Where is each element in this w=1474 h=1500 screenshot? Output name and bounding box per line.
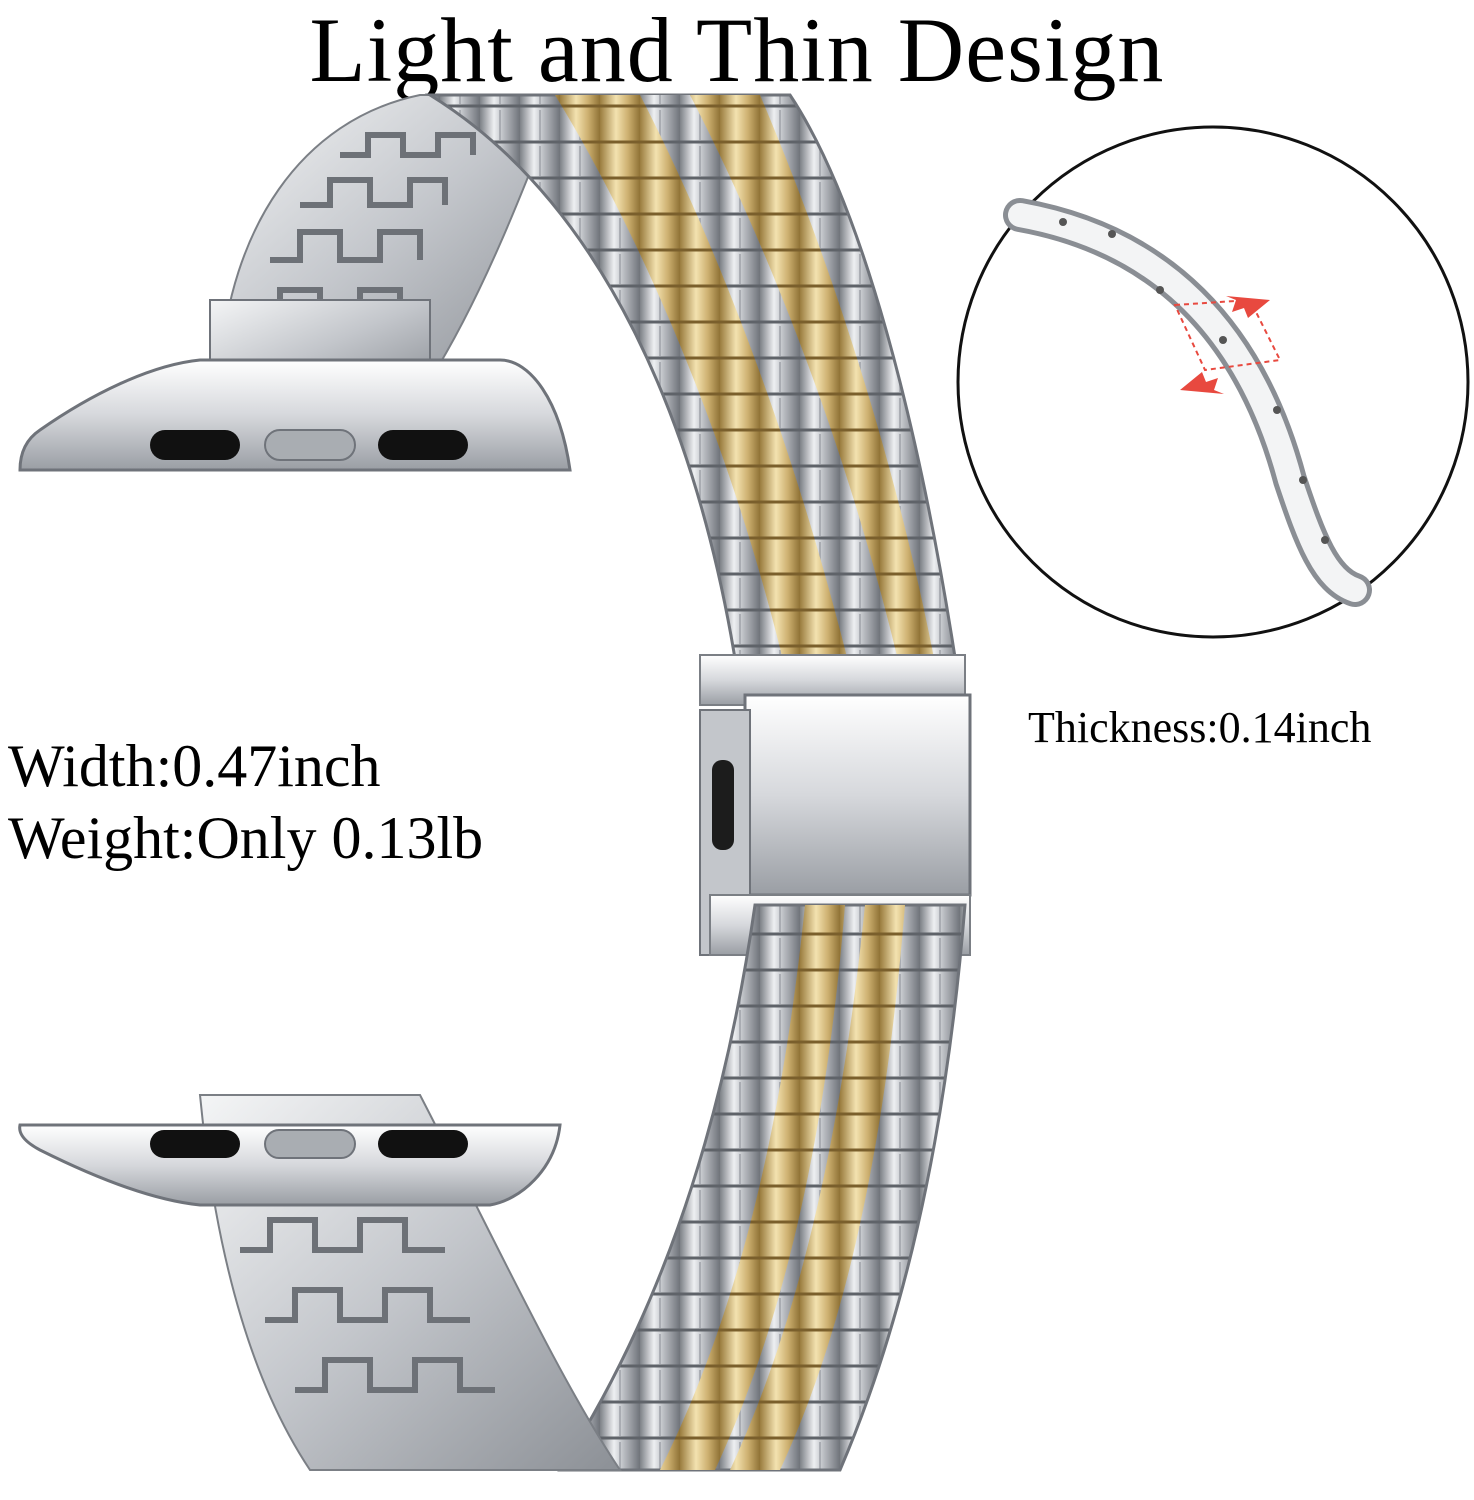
- upper-watch-connector: [18, 299, 572, 472]
- weight-spec: Weight:Only 0.13lb: [8, 805, 484, 871]
- lower-watch-connector: [18, 1123, 562, 1207]
- band-links-lower: [557, 903, 967, 1472]
- width-spec: Width:0.47inch: [8, 733, 381, 799]
- thickness-detail-circle: [956, 125, 1470, 639]
- arrow-lower-left-icon: [1180, 372, 1224, 394]
- arrow-upper-right-icon: [1226, 296, 1270, 318]
- specs-block: Width:0.47inch Weight:Only 0.13lb: [8, 730, 483, 874]
- page-title: Light and Thin Design: [309, 0, 1165, 101]
- thickness-spec: Thickness:0.14inch: [1028, 703, 1372, 752]
